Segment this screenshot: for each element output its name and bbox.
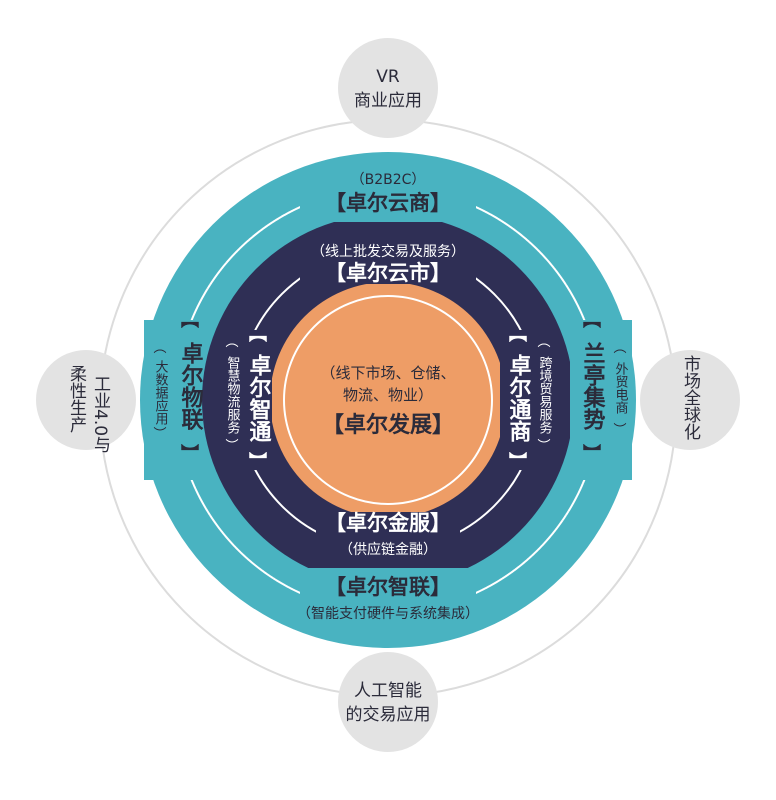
outer-bottom-sub: （智能支付硬件与系统集成） [297, 605, 479, 622]
center-line2: 物流、物业） [343, 386, 433, 404]
outer-left-bracket-top: ︻ [181, 310, 199, 331]
center-line1: （线下市场、仓储、 [320, 364, 455, 382]
mask-inner-top [300, 240, 476, 284]
inner-left-bracket-bottom: ︼ [249, 451, 267, 473]
outer-left-bracket-bottom: ︼ [181, 443, 199, 465]
satellite-left [36, 350, 136, 450]
inner-left-paren-top: ︵ [225, 335, 238, 350]
satellite-left-col2: 柔性生产 [66, 365, 87, 433]
inner-right-paren-bottom: ︶ [537, 439, 550, 454]
inner-right-title: 卓尔通商 [506, 354, 532, 442]
inner-right-bracket-bottom: ︼ [509, 451, 527, 473]
mask-inner-right [500, 330, 552, 470]
mask-inner-bottom [316, 512, 460, 560]
inner-bottom-sub: （供应链金融） [339, 541, 437, 558]
outer-right-bracket-bottom: ︼ [583, 443, 601, 465]
core-inner-line [283, 295, 493, 505]
satellite-top-line2: 商业应用 [354, 91, 422, 111]
outer-top-sub: （B2B2C） [351, 172, 426, 188]
inner-bottom-title: 【卓尔金服】 [325, 511, 451, 535]
satellite-right-text: 市场全球化 [680, 355, 701, 440]
outer-left-title: 卓尔物联 [178, 342, 204, 431]
satellite-top [338, 38, 438, 138]
outer-left-sub: 大数据应用 [153, 360, 169, 426]
inner-top-sub: （线上批发交易及服务） [311, 243, 465, 260]
satellite-left-col1: 工业4.0与 [90, 375, 111, 453]
mask-outer-left [144, 320, 194, 480]
satellite-right [640, 350, 740, 450]
center-title: 【卓尔发展】 [322, 412, 454, 438]
inner-right-paren-top: ︵ [537, 335, 550, 350]
mask-outer-top [300, 180, 476, 222]
mask-outer-right [570, 320, 632, 480]
mask-inner-left [226, 330, 272, 470]
mask-outer-bottom [300, 568, 476, 624]
outer-right-title: 兰亭集势 [580, 341, 607, 431]
outer-top-title: 【卓尔云商】 [325, 191, 451, 215]
inner-left-sub: 智慧物流服务 [225, 356, 241, 434]
inner-right-sub: 跨境贸易服务 [537, 356, 553, 434]
inner-left-paren-bottom: ︶ [225, 439, 238, 454]
outer-right-paren-top: ︵ [613, 341, 626, 356]
outer-left-paren-top: ︵ [153, 341, 166, 356]
satellite-bottom-line1: 人工智能 [354, 681, 422, 701]
outer-left-paren-bottom: ︶ [153, 427, 166, 442]
satellite-top-line1: VR [376, 67, 400, 87]
outer-right-paren-bottom: ︶ [613, 423, 626, 438]
inner-right-bracket-top: ︻ [509, 324, 527, 345]
inner-top-title: 【卓尔云市】 [325, 261, 451, 285]
satellite-bottom-line2: 的交易应用 [346, 705, 431, 725]
outer-right-bracket-top: ︻ [583, 310, 601, 331]
outer-bottom-title: 【卓尔智联】 [325, 575, 451, 599]
inner-left-bracket-top: ︻ [249, 324, 267, 345]
satellite-bottom [338, 652, 438, 752]
core-circle [270, 282, 506, 518]
inner-left-title: 卓尔智通 [246, 354, 272, 442]
outer-right-sub: 外贸电商 [613, 362, 629, 414]
